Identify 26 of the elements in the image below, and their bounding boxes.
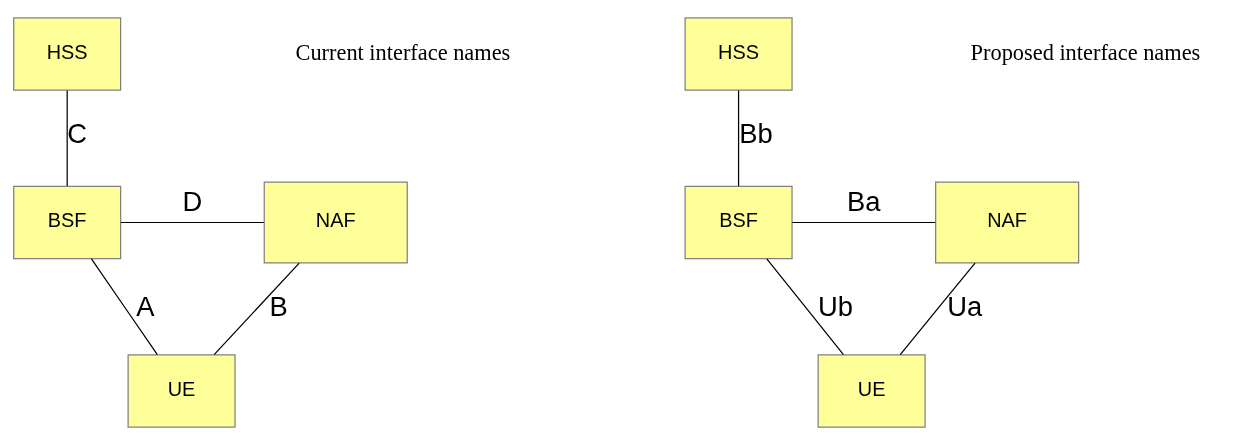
node-box: NAF bbox=[935, 181, 1080, 264]
edge-label: Ub bbox=[818, 290, 854, 322]
label: Proposed interface names bbox=[970, 39, 1201, 65]
connector bbox=[791, 221, 936, 224]
edge-label: A bbox=[136, 290, 155, 322]
connector bbox=[66, 89, 68, 187]
node-box: BSF bbox=[684, 185, 793, 260]
connector bbox=[90, 258, 158, 356]
connector bbox=[213, 262, 300, 356]
edge-label: D bbox=[182, 185, 203, 217]
edge-label: Ba bbox=[847, 185, 881, 217]
label: Current interface names bbox=[295, 39, 511, 65]
node-box: HSS bbox=[684, 17, 793, 91]
node-box: UE bbox=[817, 354, 926, 428]
node-box: HSS bbox=[13, 17, 122, 91]
edge-label: B bbox=[269, 290, 288, 322]
connector bbox=[120, 221, 265, 224]
edge-label: C bbox=[67, 118, 87, 150]
node-box: UE bbox=[127, 354, 236, 428]
node-box: BSF bbox=[13, 185, 122, 260]
connector bbox=[899, 262, 976, 356]
edge-label: Bb bbox=[739, 118, 773, 150]
connector bbox=[737, 89, 740, 187]
edge-label: Ua bbox=[947, 290, 983, 322]
node-box: NAF bbox=[263, 181, 408, 264]
connector bbox=[766, 258, 845, 356]
